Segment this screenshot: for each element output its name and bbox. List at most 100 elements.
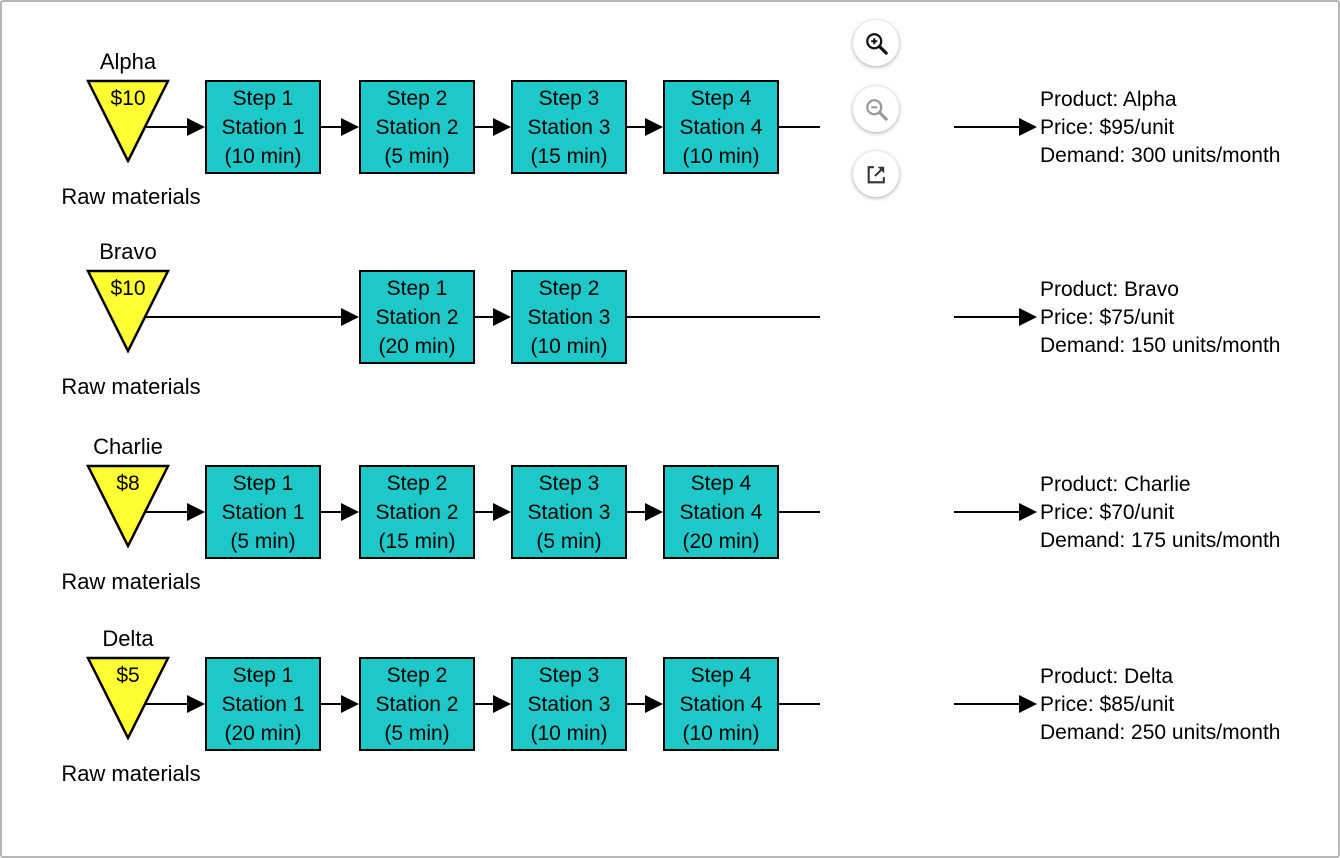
raw-materials-label: Raw materials [61,761,201,786]
cycle-time-label: (15 min) [530,144,608,168]
cycle-time-label: (10 min) [682,721,760,745]
product-info-demand: Demand: 175 units/month [1040,529,1281,552]
product-info-name: Product: Bravo [1040,278,1179,301]
station-label: Station 3 [527,115,611,139]
station-box: Step 1 Station 2 (20 min) [359,270,475,364]
raw-materials-cost: $10 [110,87,146,110]
step-label: Step 4 [690,663,752,687]
raw-materials-cost: $8 [116,472,140,495]
product-info-demand: Demand: 250 units/month [1040,721,1281,744]
station-box: Step 2 Station 2 (15 min) [359,465,475,559]
open-in-new-window-icon [867,165,885,183]
cycle-time-label: (20 min) [378,334,456,358]
station-box: Step 1 Station 1 (5 min) [205,465,321,559]
product-info: Product: Alpha Price: $95/unit Demand: 3… [1040,86,1338,170]
cycle-time-label: (15 min) [378,529,456,553]
product-info: Product: Bravo Price: $75/unit Demand: 1… [1040,276,1338,360]
connector-line [475,511,493,513]
station-box: Step 3 Station 3 (10 min) [511,657,627,751]
connector-line [475,126,493,128]
connector-line [954,703,1019,705]
raw-materials-triangle [86,79,170,163]
station-label: Station 2 [375,692,459,716]
arrowhead-icon [645,503,663,521]
floating-toolbar [853,20,899,200]
connector-line [321,511,341,513]
product-info-price: Price: $95/unit [1040,116,1175,139]
raw-materials-triangle [86,464,170,548]
step-label: Step 1 [232,663,294,687]
raw-materials-label: Raw materials [61,569,201,594]
arrowhead-icon [187,118,205,136]
step-label: Step 4 [690,471,752,495]
raw-materials-triangle [86,269,170,353]
cycle-time-label: (10 min) [530,334,608,358]
arrowhead-icon [1019,695,1037,713]
raw-materials-triangle [86,656,170,740]
station-label: Station 2 [375,115,459,139]
product-info-name: Product: Alpha [1040,88,1177,111]
product-name-label: Alpha [99,49,157,74]
raw-materials-cost: $10 [110,277,146,300]
station-box: Step 2 Station 2 (5 min) [359,657,475,751]
arrowhead-icon [1019,118,1037,136]
station-label: Station 4 [679,692,763,716]
station-box: Step 4 Station 4 (10 min) [663,80,779,174]
connector-line [627,511,645,513]
cycle-time-label: (20 min) [224,721,302,745]
arrowhead-icon [493,695,511,713]
arrowhead-icon [341,503,359,521]
open-in-new-window-button[interactable] [853,151,899,197]
connector-line [627,703,645,705]
step-label: Step 2 [386,86,448,110]
arrowhead-icon [645,695,663,713]
connector-line [627,316,820,318]
connector-line [321,703,341,705]
arrowhead-icon [493,503,511,521]
cycle-time-label: (5 min) [536,529,602,553]
station-box: Step 1 Station 1 (20 min) [205,657,321,751]
zoom-out-button[interactable] [853,86,899,132]
station-box: Step 3 Station 3 (5 min) [511,465,627,559]
step-label: Step 2 [538,276,600,300]
product-info-price: Price: $85/unit [1040,693,1175,716]
station-label: Station 4 [679,500,763,524]
arrowhead-icon [493,308,511,326]
raw-materials-label: Raw materials [61,184,201,209]
product-info: Product: Charlie Price: $70/unit Demand:… [1040,471,1338,555]
connector-line [146,511,187,513]
connector-line [779,126,820,128]
station-label: Station 1 [221,500,305,524]
arrowhead-icon [493,118,511,136]
connector-line [627,126,645,128]
station-box: Step 4 Station 4 (20 min) [663,465,779,559]
connector-line [475,703,493,705]
product-info-demand: Demand: 300 units/month [1040,144,1281,167]
station-box: Step 3 Station 3 (15 min) [511,80,627,174]
arrowhead-icon [1019,503,1037,521]
connector-line [146,316,341,318]
arrowhead-icon [1019,308,1037,326]
cycle-time-label: (5 min) [384,721,450,745]
connector-line [954,316,1019,318]
raw-materials-label: Raw materials [61,374,201,399]
step-label: Step 3 [538,86,600,110]
arrowhead-icon [341,695,359,713]
product-info-price: Price: $75/unit [1040,306,1175,329]
zoom-in-button[interactable] [853,20,899,66]
step-label: Step 3 [538,663,600,687]
station-box: Step 2 Station 3 (10 min) [511,270,627,364]
station-label: Station 2 [375,500,459,524]
product-name-label: Charlie [93,434,163,459]
connector-line [475,316,493,318]
step-label: Step 1 [232,86,294,110]
station-label: Station 1 [221,115,305,139]
cycle-time-label: (10 min) [530,721,608,745]
station-box: Step 2 Station 2 (5 min) [359,80,475,174]
connector-line [146,126,187,128]
station-label: Station 4 [679,115,763,139]
step-label: Step 1 [232,471,294,495]
product-info: Product: Delta Price: $85/unit Demand: 2… [1040,663,1338,747]
step-label: Step 3 [538,471,600,495]
